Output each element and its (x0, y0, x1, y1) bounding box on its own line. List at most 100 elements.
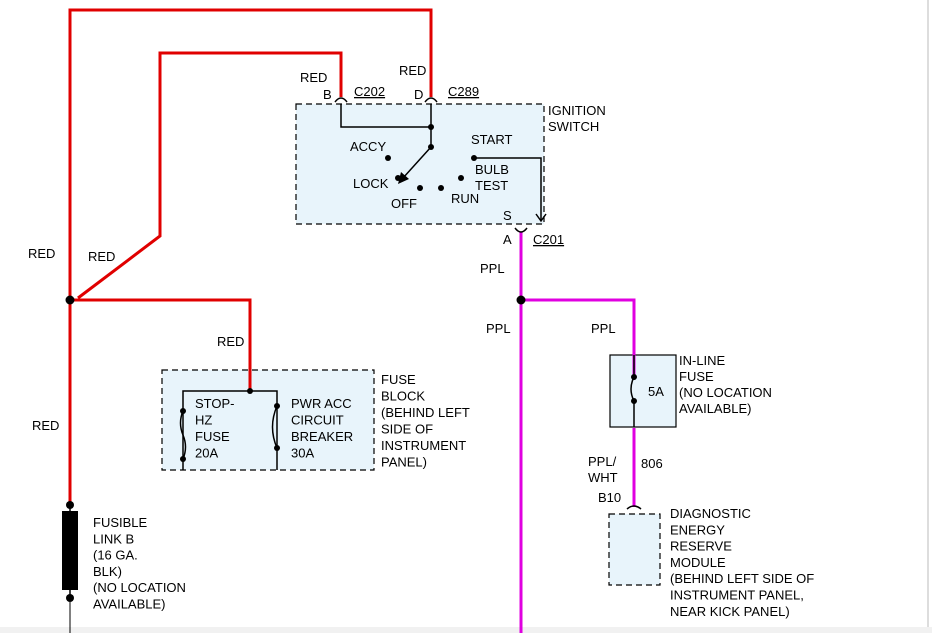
pin-b: B (323, 87, 332, 102)
switch-pos-run: RUN (451, 191, 479, 206)
text-line: PPL/ (588, 454, 617, 469)
text-line: PWR ACC (291, 396, 352, 411)
derm-box (608, 513, 661, 586)
text-line: BLK) (93, 564, 122, 579)
start-output-arrow (535, 213, 547, 223)
wire-label-ppl-top: PPL (480, 261, 505, 276)
switch-node-top (428, 124, 434, 130)
text-line: DIAGNOSTIC (670, 506, 751, 521)
red-wire-fuse-feed (70, 298, 252, 391)
switch-arm-arrow (398, 172, 409, 184)
red-wire-top (68, 8, 433, 300)
breaker-element (271, 405, 278, 449)
text-line: BLOCK (381, 389, 425, 404)
circuit-number-806: 806 (641, 456, 663, 471)
contact-run (438, 185, 444, 191)
text-line: AVAILABLE) (93, 597, 166, 612)
text-line: FUSIBLE (93, 515, 148, 530)
text-line: LINK B (93, 531, 134, 546)
switch-pos-start: START (471, 132, 512, 147)
text-line: (NO LOCATION (93, 580, 186, 595)
text-line: (BEHIND LEFT SIDE OF (670, 571, 814, 586)
breaker-bottom (274, 445, 280, 451)
wire-label-red-fuse-feed: RED (217, 334, 244, 349)
splice-left (65, 295, 75, 305)
text-line: (NO LOCATION (679, 385, 772, 400)
ppl-wire-right (521, 298, 636, 377)
text-line: MODULE (670, 555, 726, 570)
connector-b-symbol (334, 97, 348, 103)
fusible-link-top-dot (66, 501, 74, 509)
bottom-strip (0, 627, 932, 633)
text-line: FUSE (381, 372, 416, 387)
text-line: BREAKER (291, 429, 353, 444)
connector-c201: C201 (533, 232, 564, 247)
text-line: IN-LINE (679, 353, 726, 368)
switch-pos-accy: ACCY (350, 139, 386, 154)
fusible-link-bottom-dot (66, 594, 74, 602)
switch-arm (402, 146, 432, 179)
text-line: 30A (291, 446, 314, 461)
splice-ppl (516, 295, 526, 305)
inline-fuse-box (609, 354, 677, 428)
text-line: INSTRUMENT (381, 438, 466, 453)
wire-label-ppl-left: PPL (486, 321, 511, 336)
pin-s: S (503, 208, 512, 223)
stop-fuse-bottom (180, 456, 186, 462)
switch-pos-off: OFF (391, 196, 417, 211)
text-line: IGNITION (548, 103, 606, 118)
wire-label-ppl-wht: PPL/WHT (588, 454, 618, 485)
text-line: TEST (475, 178, 508, 193)
text-line: (16 GA. (93, 548, 138, 563)
pin-a: A (503, 232, 512, 247)
connector-a-symbol (514, 227, 528, 233)
wire-label-red-d: RED (399, 63, 426, 78)
contact-off (417, 185, 423, 191)
connector-d-symbol (424, 97, 438, 103)
fusible-link-body (62, 511, 78, 590)
text-line: STOP- (195, 396, 235, 411)
inline-fuse-rating: 5A (648, 384, 664, 399)
connector-c202: C202 (354, 84, 385, 99)
text-line: AVAILABLE) (679, 401, 752, 416)
red-wire-diagonal (77, 51, 343, 300)
wire-label-red-diag: RED (88, 249, 115, 264)
text-line: NEAR KICK PANEL) (670, 604, 790, 619)
start-output-line (474, 157, 542, 220)
text-line: RESERVE (670, 539, 732, 554)
contact-accy (385, 155, 391, 161)
connector-c289: C289 (448, 84, 479, 99)
contact-bulb-test (458, 175, 464, 181)
wire-label-red-left-bottom: RED (32, 418, 59, 433)
text-line: SWITCH (548, 119, 599, 134)
text-line: HZ (195, 413, 212, 428)
text-line: PANEL) (381, 455, 427, 470)
switch-bus (340, 104, 432, 128)
text-line: INSTRUMENT PANEL, (670, 588, 804, 603)
fuse-block-box (161, 369, 375, 471)
switch-pos-lock: LOCK (353, 176, 389, 191)
wire-label-ppl-right: PPL (591, 321, 616, 336)
text-line: 20A (195, 446, 218, 461)
text-line: FUSE (195, 429, 230, 444)
stop-fuse-element (179, 410, 187, 460)
text-line: (BEHIND LEFT (381, 405, 470, 420)
text-line: ENERGY (670, 522, 725, 537)
ignition-switch-box (295, 103, 545, 225)
text-line: FUSE (679, 369, 714, 384)
text-line: WHT (588, 470, 618, 485)
connector-b10: B10 (598, 490, 621, 505)
connector-b10-symbol (626, 505, 642, 510)
text-line: SIDE OF (381, 422, 433, 437)
text-line: CIRCUIT (291, 413, 344, 428)
text-line: BULB (475, 162, 509, 177)
